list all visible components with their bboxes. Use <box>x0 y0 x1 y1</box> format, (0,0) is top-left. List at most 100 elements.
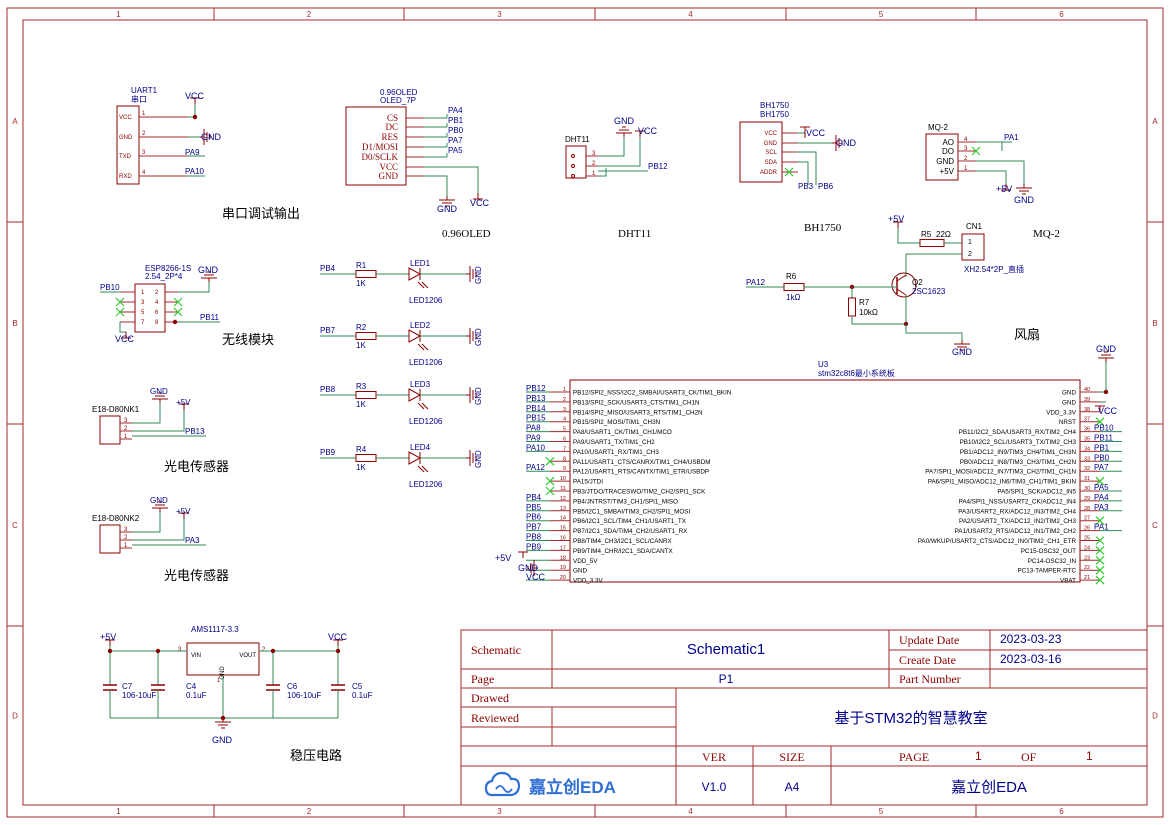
pin-number: 37 <box>1084 417 1090 423</box>
company-logo-text: 嘉立创EDA <box>528 777 616 797</box>
net-label: PB11 <box>1094 434 1114 443</box>
title-field-label: VER <box>702 750 726 764</box>
title-field-label: Page <box>471 672 494 686</box>
ref-designator: U3 <box>818 360 829 369</box>
wire <box>976 160 1025 184</box>
net-label: PA8 <box>526 424 541 433</box>
no-connect-stroke <box>173 297 183 307</box>
wire <box>424 175 448 196</box>
column-marker: 2 <box>307 10 312 19</box>
pin-name: PB3/JTDO/TRACESWO/TIM2_CH2/SPI1_SCK <box>573 489 706 496</box>
net-label: PB8 <box>526 533 542 542</box>
pin-name: PA5/SPI1_SCK/ADC12_IN5 <box>997 489 1076 496</box>
column-marker: 5 <box>879 10 884 19</box>
led-ray <box>421 343 429 351</box>
row-marker: A <box>12 117 18 126</box>
power-flag-icon <box>333 639 343 646</box>
no-connect-icon <box>1095 417 1105 427</box>
pin-number: 22 <box>1084 565 1090 571</box>
wire <box>897 228 920 244</box>
pin-name: VIN <box>191 653 201 659</box>
net-label: VCC <box>638 126 658 136</box>
pin-name: GND <box>764 141 778 147</box>
pin-name: DO <box>942 147 954 156</box>
pin-number: 3 <box>178 647 182 653</box>
ground-icon <box>832 135 843 151</box>
oled-section: 0.96OLEDOLED_7PCSDCRESD1/MOSID0/SCLKVCCG… <box>345 88 491 240</box>
pin-name: GND <box>936 157 954 166</box>
column-marker: 1 <box>116 10 121 19</box>
net-label: PB5 <box>526 503 542 512</box>
net-label: PA1 <box>1004 133 1019 142</box>
pin-name: PC14-OSC32_IN <box>1028 558 1077 565</box>
net-label: PA10 <box>185 167 205 176</box>
pin-number: 28 <box>1084 506 1090 512</box>
no-connect-icon <box>1095 536 1105 545</box>
ground-icon <box>439 196 455 207</box>
section-title: MQ-2 <box>1033 228 1060 240</box>
wire <box>851 295 907 325</box>
column-marker: 6 <box>1059 10 1064 19</box>
no-connect-stroke <box>1095 476 1105 486</box>
net-label: PB4 <box>320 264 336 273</box>
pin-name: TXD <box>119 154 132 160</box>
pin-number: 14 <box>560 516 566 522</box>
pin-hole <box>571 164 575 168</box>
led-icon <box>408 388 422 402</box>
no-connect-icon <box>1095 516 1105 526</box>
net-label: VCC <box>185 91 205 101</box>
wire <box>119 322 126 333</box>
led-ray <box>421 281 429 289</box>
ref-designator: R4 <box>356 445 367 454</box>
row-marker: D <box>1152 712 1158 721</box>
pin-number: 4 <box>142 170 146 176</box>
net-label: PA3 <box>185 536 200 545</box>
pin-number: 31 <box>1084 476 1090 482</box>
ref-designator: C5 <box>352 682 363 691</box>
transistor-collector <box>896 274 907 282</box>
power-flag-icon <box>893 221 903 228</box>
pin-name: GND <box>379 171 399 181</box>
ref-designator: LED3 <box>410 380 431 389</box>
net-label: GND <box>201 132 222 142</box>
net-label: PA5 <box>448 146 463 155</box>
junction-dot <box>107 648 113 654</box>
wire <box>132 403 161 424</box>
pin-name: VDD_3.3V <box>1046 409 1077 416</box>
pin-number: 32 <box>1084 466 1090 472</box>
net-label: VCC <box>115 334 135 344</box>
row-marker: C <box>1152 521 1158 530</box>
pin-number: 1 <box>968 239 972 246</box>
net-label: PA4 <box>448 106 463 115</box>
ground-icon <box>616 126 632 137</box>
ground-icon <box>1016 184 1032 195</box>
wire <box>798 161 809 185</box>
pin-name: PB9/TIM4_CHR/I2C1_SDA/CANTX <box>573 548 674 555</box>
section-title: 无线模块 <box>222 332 274 347</box>
pin-number: 1 <box>592 171 596 177</box>
no-connect-stroke <box>971 146 981 156</box>
value-label: LED1206 <box>409 480 443 489</box>
pin-name: GND <box>119 135 133 141</box>
net-label: PA9 <box>185 148 200 157</box>
ground-icon <box>466 328 477 344</box>
section-title: 稳压电路 <box>290 748 342 763</box>
junction-dot <box>270 648 276 654</box>
pin-number: 2 <box>124 535 128 541</box>
section-title: DHT11 <box>618 228 651 240</box>
pin-number: 7 <box>563 446 566 452</box>
ref-designator: R7 <box>859 298 870 307</box>
column-marker: 3 <box>497 10 502 19</box>
pin-number: 3 <box>141 300 145 306</box>
title-field-label: OF <box>1021 750 1037 764</box>
net-label: PB10 <box>100 283 120 292</box>
title-field-value: A4 <box>785 780 800 794</box>
net-label: +5V <box>495 553 511 563</box>
net-label: PA7 <box>448 136 463 145</box>
ref-designator: R3 <box>356 382 367 391</box>
title-field-label: Schematic <box>471 643 521 657</box>
no-connect-stroke <box>1095 545 1105 555</box>
pin-name: PA0/WKUP/USART2_CTS/ADC12_IN0/TIM2_CH1_E… <box>918 538 1077 545</box>
